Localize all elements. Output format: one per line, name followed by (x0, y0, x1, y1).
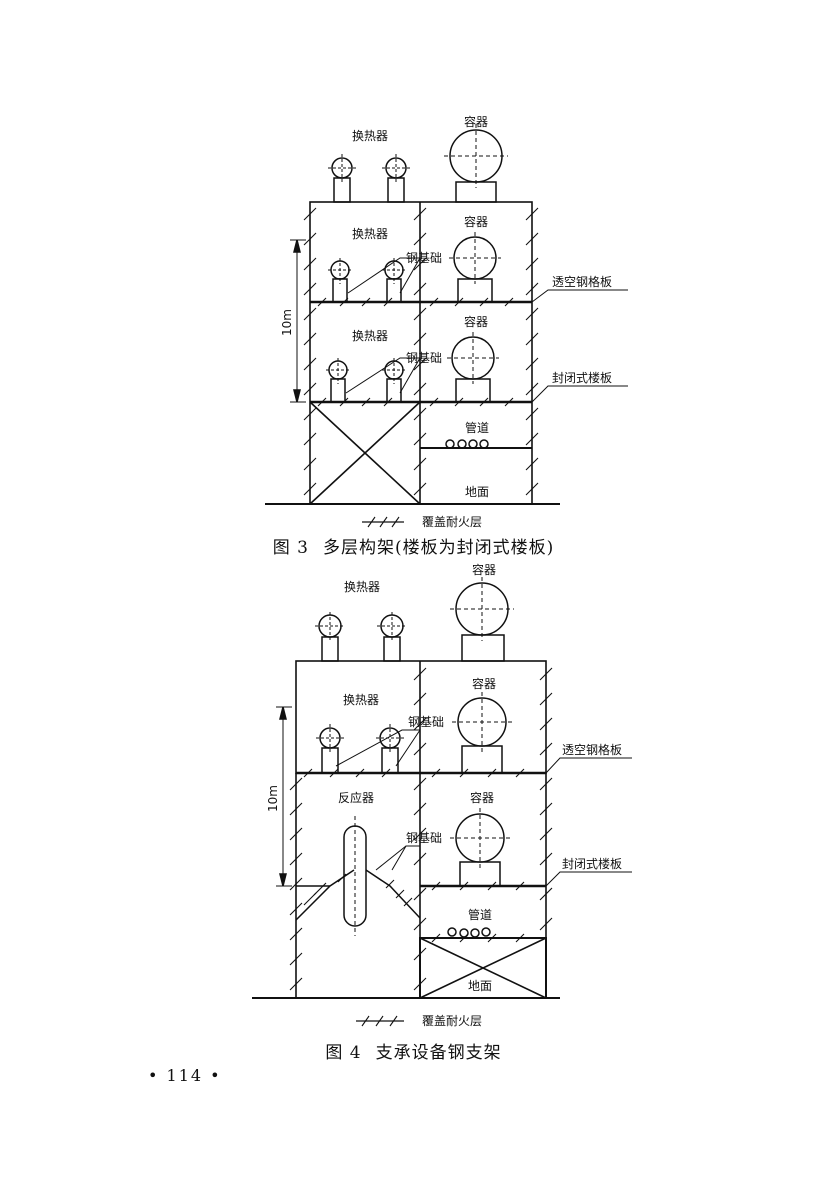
fireproof-hatch-right (525, 207, 539, 496)
label-grating-4: 透空钢格板 (562, 742, 622, 757)
label-closed-floor: 封闭式楼板 (552, 370, 612, 385)
figure-4-title: 支承设备钢支架 (375, 1043, 502, 1063)
label-heat-exchanger-floor2: 换热器 (352, 227, 388, 241)
heat-exchanger-top-1-4 (315, 612, 345, 662)
figure-4-diagram: 换热器 容器 换热器 容器 钢基础 透空钢格板 10m 反应器 容器 钢基础 封… (252, 562, 632, 1028)
label-dimension-4: 10m (266, 785, 280, 812)
figure-4-number: 图 4 (325, 1043, 362, 1063)
fireproof-hatch-left (303, 207, 317, 496)
vessel-floor2 (449, 232, 501, 303)
heat-exchanger-top-2-4 (377, 612, 407, 662)
label-vessel-top-4: 容器 (472, 562, 496, 577)
figure-4-caption: 图 4 支承设备钢支架 (0, 1038, 827, 1063)
heat-exchanger-floor2-1 (328, 258, 352, 303)
label-steel-base-floor2: 钢基础 (406, 251, 442, 265)
vessel-floor2-4 (452, 692, 512, 774)
label-steel-base-floor1-4: 钢基础 (406, 831, 442, 845)
label-heat-exchanger-floor1: 换热器 (352, 329, 388, 343)
heat-exchanger-top-1 (328, 154, 356, 203)
label-ground: 地面 (465, 485, 489, 499)
label-steel-base-floor1: 钢基础 (406, 351, 442, 365)
heat-exchanger-top-2 (382, 154, 410, 203)
legend-fireproof: 覆盖耐火层 (422, 515, 482, 529)
label-vessel-floor2-4: 容器 (472, 676, 496, 691)
fireproof-hatch-middle-4 (413, 667, 427, 991)
figure-3-caption: 图 3 多层构架(楼板为封闭式楼板) (0, 533, 827, 558)
label-heat-exchanger-floor2-4: 换热器 (343, 693, 379, 707)
vessel-floor1 (447, 332, 499, 403)
label-reactor: 反应器 (338, 790, 374, 805)
label-dimension: 10m (280, 309, 294, 336)
legend-fireproof-4: 覆盖耐火层 (422, 1014, 482, 1028)
label-pipeline-4: 管道 (468, 907, 492, 922)
label-vessel-floor1: 容器 (464, 314, 488, 329)
figure-3-diagram: 换热器 容器 换热器 容器 钢基础 透空钢格板 10m 换热器 容器 钢基础 封… (265, 114, 628, 529)
figure-3-number: 图 3 (272, 538, 309, 558)
vessel-floor1-4 (450, 808, 510, 887)
label-vessel-floor1-4: 容器 (470, 790, 494, 805)
vessel-top (444, 124, 508, 203)
vessel-top-4 (450, 577, 514, 662)
heat-exchanger-floor2-2-4 (376, 724, 404, 774)
label-vessel-floor2: 容器 (464, 214, 488, 229)
reactor (343, 816, 367, 936)
frame-outline (309, 201, 533, 505)
pipes (445, 439, 489, 449)
heat-exchanger-floor1-1 (326, 358, 350, 403)
heat-exchanger-floor1-2 (382, 358, 406, 403)
label-ground-4: 地面 (468, 979, 492, 993)
label-heat-exchanger-top: 换热器 (352, 129, 388, 143)
label-steel-base-floor2-4: 钢基础 (408, 715, 444, 729)
label-closed-floor-4: 封闭式楼板 (562, 856, 622, 871)
label-pipeline: 管道 (465, 420, 489, 435)
fireproof-hatch-left-4 (289, 777, 303, 991)
page-number: • 114 • (148, 1066, 222, 1085)
label-heat-exchanger-top-4: 换热器 (344, 580, 380, 594)
label-grating: 透空钢格板 (552, 274, 612, 289)
fireproof-hatch-right-4 (539, 667, 553, 931)
label-vessel-top: 容器 (464, 114, 488, 129)
figure-3-title: 多层构架(楼板为封闭式楼板) (322, 538, 555, 558)
heat-exchanger-floor2-1-4 (316, 724, 344, 774)
heat-exchanger-floor2-2 (382, 258, 406, 303)
fireproof-hatch-middle (413, 207, 427, 496)
pipes-4 (447, 927, 491, 938)
